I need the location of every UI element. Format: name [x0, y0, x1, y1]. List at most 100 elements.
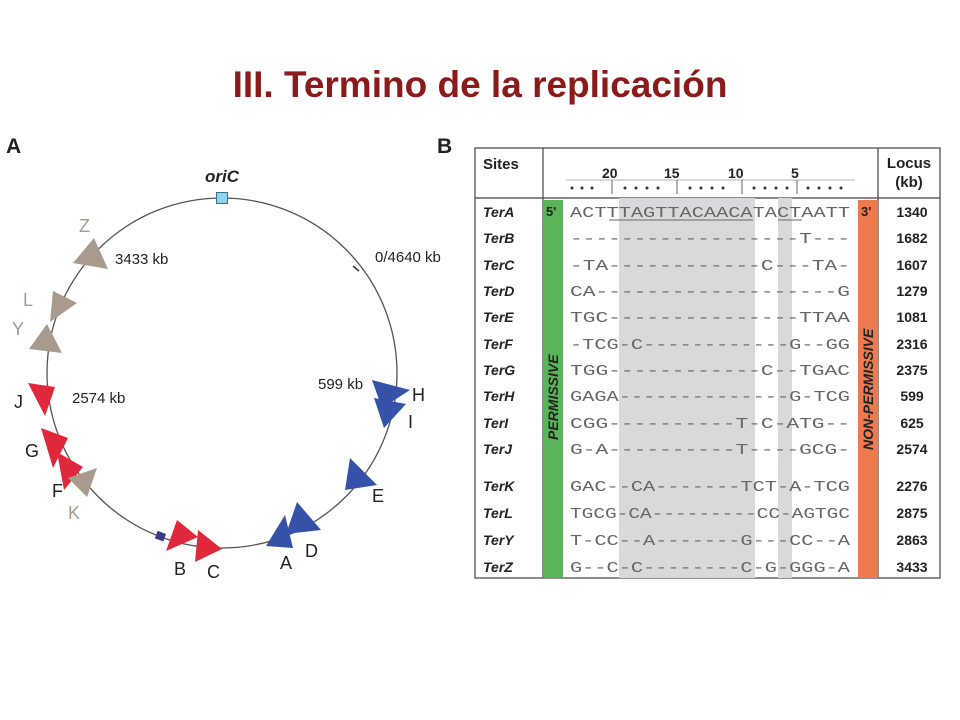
- ruler-dot: [774, 186, 778, 190]
- permissive-bar: [543, 200, 563, 578]
- ruler-dot: [710, 186, 714, 190]
- ter-locus: 2276: [896, 478, 927, 494]
- ter-sequence: -TA------------C---TA-: [570, 258, 850, 275]
- site-label-l: L: [23, 290, 33, 310]
- site-label-y: Y: [12, 319, 24, 339]
- ter-locus: 1607: [896, 257, 927, 273]
- ter-site-d-arrow: [286, 502, 321, 534]
- five-prime-label: 5': [546, 204, 556, 219]
- ter-sequence: ------------------T---: [570, 231, 850, 248]
- ter-site-a-arrow: [266, 515, 293, 548]
- ter-sequence: ACTTTAGTTACAACATACTAATT: [570, 205, 850, 222]
- ter-site-e-arrow: [345, 458, 377, 490]
- site-label-g: G: [25, 441, 39, 461]
- ruler-dot: [721, 186, 725, 190]
- ter-site-name: TerH: [483, 388, 515, 404]
- ter-site-name: TerK: [483, 478, 515, 494]
- ter-locus: 2875: [896, 505, 927, 521]
- site-label-e: E: [372, 486, 384, 506]
- ruler-dot: [785, 186, 789, 190]
- ruler-dot: [590, 186, 594, 190]
- site-label-d: D: [305, 541, 318, 561]
- site-label-j: J: [14, 392, 23, 412]
- core-shade-main: [619, 198, 755, 578]
- ter-sequence: G-A----------T----GCG-: [570, 442, 850, 459]
- ter-site-name: TerZ: [483, 559, 513, 575]
- ter-site-c-arrow: [195, 530, 222, 562]
- label-0-4640kb: 0/4640 kb: [375, 249, 441, 266]
- core-shade-c6: [778, 198, 792, 578]
- ter-site-i-arrow: [374, 398, 406, 428]
- oric-marker: [216, 192, 228, 204]
- label-599kb: 599 kb: [318, 376, 363, 393]
- label-3433kb: 3433 kb: [115, 251, 168, 268]
- ter-site-name: TerA: [483, 204, 514, 220]
- ter-sequence: T-CC--A-------G---CC--A: [570, 533, 850, 550]
- ter-sequence: TGCG-CA---------CC-AGTGC: [570, 506, 850, 523]
- ter-site-name: TerL: [483, 505, 513, 521]
- ruler-dot: [645, 186, 649, 190]
- ter-locus: 1279: [896, 283, 927, 299]
- site-label-z: Z: [79, 216, 90, 236]
- ter-site-name: TerE: [483, 309, 514, 325]
- header-locus: Locus: [887, 155, 931, 172]
- ruler-dot: [580, 186, 584, 190]
- ter-site-name: TerY: [483, 532, 515, 548]
- ter-locus: 3433: [896, 559, 927, 575]
- ter-site-z-arrow: [73, 238, 108, 269]
- ruler-tick-20: 20: [602, 165, 618, 181]
- ter-locus: 2863: [896, 532, 927, 548]
- ter-locus: 2375: [896, 362, 927, 378]
- ter-sequence: GAC--CA-------TCT-A-TCG: [570, 479, 850, 496]
- ter-site-g-arrow: [41, 428, 68, 468]
- ruler-dot: [839, 186, 843, 190]
- ruler-tick-10: 10: [728, 165, 744, 181]
- site-label-f: F: [52, 481, 63, 501]
- ter-locus: 1081: [896, 309, 927, 325]
- three-prime-label: 3': [861, 204, 871, 219]
- tick-0kb: [352, 265, 360, 272]
- site-label-i: I: [408, 412, 413, 432]
- ruler-dot: [623, 186, 627, 190]
- site-label-k: K: [68, 503, 80, 523]
- ruler-dot: [634, 186, 638, 190]
- ter-site-name: TerG: [483, 362, 515, 378]
- permissive-label: PERMISSIVE: [545, 354, 561, 440]
- site-label-b: B: [174, 559, 186, 579]
- ruler-dot: [817, 186, 821, 190]
- ruler-dot: [688, 186, 692, 190]
- site-label-a: A: [280, 553, 292, 573]
- ter-site-name: TerI: [483, 415, 509, 431]
- ter-locus: 1340: [896, 204, 927, 220]
- label-2574kb: 2574 kb: [72, 390, 125, 407]
- ruler-dot: [699, 186, 703, 190]
- site-label-h: H: [412, 385, 425, 405]
- ter-sequence: TGC---------------TTAA: [570, 310, 850, 327]
- ter-sequence: CGG----------T-C-ATG--: [570, 416, 850, 433]
- ter-site-j-arrow: [28, 383, 55, 416]
- ter-site-l-arrow: [50, 291, 77, 322]
- panel-a-label: A: [6, 135, 22, 158]
- ruler-dot: [656, 186, 660, 190]
- ter-site-name: TerB: [483, 230, 514, 246]
- ter-locus: 2316: [896, 336, 927, 352]
- panel-b-label: B: [437, 135, 453, 158]
- ruler-dot: [828, 186, 832, 190]
- ter-sequence: GAGA--------------G-TCG: [570, 389, 850, 406]
- non-permissive-label: NON-PERMISSIVE: [860, 328, 876, 450]
- ter-sequence: TGG------------C--TGAC: [570, 363, 850, 380]
- ter-sequence-table: 5' 3' PERMISSIVE NON-PERMISSIVE Sites Lo…: [474, 147, 941, 579]
- ruler-tick-5: 5: [791, 165, 799, 181]
- ter-site-f-arrow: [57, 452, 83, 490]
- ter-site-y-arrow: [29, 324, 62, 353]
- ruler-tick-15: 15: [664, 165, 680, 181]
- ter-locus: 1682: [896, 230, 927, 246]
- ter-site-name: TerD: [483, 283, 514, 299]
- ter-site-k-arrow: [68, 468, 97, 497]
- site-label-c: C: [207, 562, 220, 582]
- ruler-dot: [806, 186, 810, 190]
- oric-label: oriC: [205, 167, 240, 186]
- ter-site-b-arrow: [166, 520, 198, 551]
- header-locus-unit: (kb): [895, 174, 923, 191]
